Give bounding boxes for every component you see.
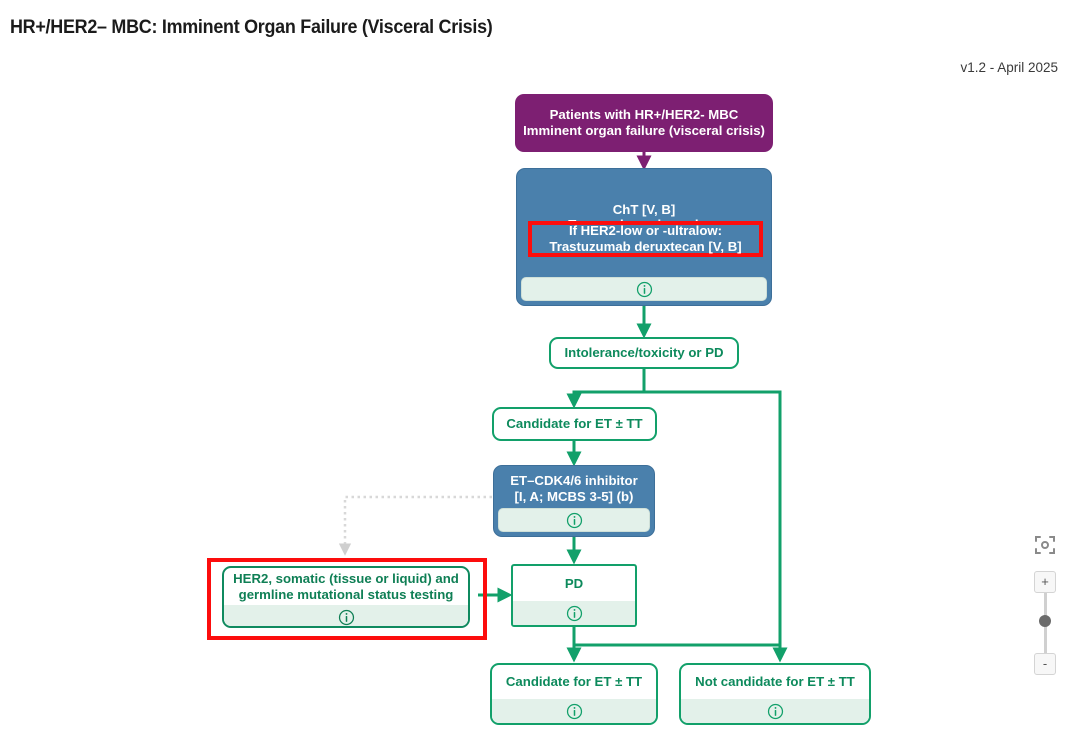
- fit-to-screen-glyph: [1035, 536, 1055, 554]
- node-candidate-et-tt-bottom[interactable]: Candidate for ET ± TT: [490, 663, 658, 725]
- node-pd-info-bar[interactable]: [513, 601, 635, 625]
- node-et-cdk46-inhibitor[interactable]: ET–CDK4/6 inhibitor [I, A; MCBS 3-5] (b): [493, 465, 655, 537]
- node-her2-testing-body: HER2, somatic (tissue or liquid) and ger…: [224, 568, 468, 605]
- node-et-cdk-info-bar[interactable]: [498, 508, 650, 532]
- node-entry-line1: Patients with HR+/HER2- MBC: [549, 107, 739, 123]
- node-entry-patients[interactable]: Patients with HR+/HER2- MBC Imminent org…: [515, 94, 773, 152]
- highlight-her2-low-line2: Trastuzumab deruxtecan [V, B]: [549, 239, 742, 254]
- node-pd[interactable]: PD: [511, 564, 637, 627]
- info-icon[interactable]: [338, 609, 355, 626]
- info-icon[interactable]: [566, 703, 583, 720]
- node-not-candidate-body: Not candidate for ET ± TT: [695, 674, 855, 690]
- node-cht-info-bar[interactable]: [521, 277, 767, 301]
- info-icon[interactable]: [636, 281, 653, 298]
- highlight-her2-low-trastuzumab[interactable]: If HER2-low or -ultralow: Trastuzumab de…: [528, 221, 763, 257]
- zoom-slider[interactable]: [1039, 593, 1051, 653]
- zoom-control: + -: [1032, 533, 1058, 675]
- version-label: v1.2 - April 2025: [960, 60, 1058, 75]
- info-icon[interactable]: [767, 703, 784, 720]
- node-et-cdk-line1: ET–CDK4/6 inhibitor: [510, 473, 638, 489]
- node-her2-mutational-testing[interactable]: HER2, somatic (tissue or liquid) and ger…: [222, 566, 470, 628]
- node-not-candidate-et-tt[interactable]: Not candidate for ET ± TT: [679, 663, 871, 725]
- node-not-candidate-info-bar[interactable]: [681, 699, 869, 723]
- zoom-in-button[interactable]: +: [1034, 571, 1056, 593]
- node-her2-testing-line1: HER2, somatic (tissue or liquid) and: [233, 571, 459, 586]
- node-her2-testing-line2: germline mutational status testing: [238, 586, 454, 602]
- node-candidate-bottom-info-bar[interactable]: [492, 699, 656, 723]
- fit-to-screen-icon[interactable]: [1033, 533, 1057, 557]
- node-et-cdk-line2: [I, A; MCBS 3-5] (b): [514, 489, 634, 504]
- node-intolerance-body: Intolerance/toxicity or PD: [564, 345, 724, 361]
- zoom-out-button[interactable]: -: [1034, 653, 1056, 675]
- node-her2-testing-info-bar[interactable]: [224, 605, 468, 626]
- node-pd-body: PD: [564, 575, 584, 591]
- node-entry-body: Patients with HR+/HER2- MBC Imminent org…: [515, 94, 773, 152]
- node-intolerance-toxicity-pd[interactable]: Intolerance/toxicity or PD: [549, 337, 739, 369]
- node-candidate-bottom-body: Candidate for ET ± TT: [505, 674, 643, 690]
- node-entry-line2: Imminent organ failure (visceral crisis): [523, 123, 765, 138]
- page-title: HR+/HER2– MBC: Imminent Organ Failure (V…: [10, 16, 493, 38]
- zoom-slider-thumb[interactable]: [1039, 615, 1051, 627]
- node-cht-line1: ChT [V, B]: [612, 201, 676, 217]
- node-et-cdk-body: ET–CDK4/6 inhibitor [I, A; MCBS 3-5] (b): [498, 470, 650, 508]
- node-candidate-et-tt-top[interactable]: Candidate for ET ± TT: [492, 407, 657, 441]
- node-candidate-top-body: Candidate for ET ± TT: [506, 416, 643, 432]
- info-icon[interactable]: [566, 512, 583, 529]
- highlight-her2-low-line1: If HER2-low or -ultralow:: [568, 223, 723, 239]
- highlight-her2-low-text: If HER2-low or -ultralow: Trastuzumab de…: [549, 223, 741, 255]
- info-icon[interactable]: [566, 605, 583, 622]
